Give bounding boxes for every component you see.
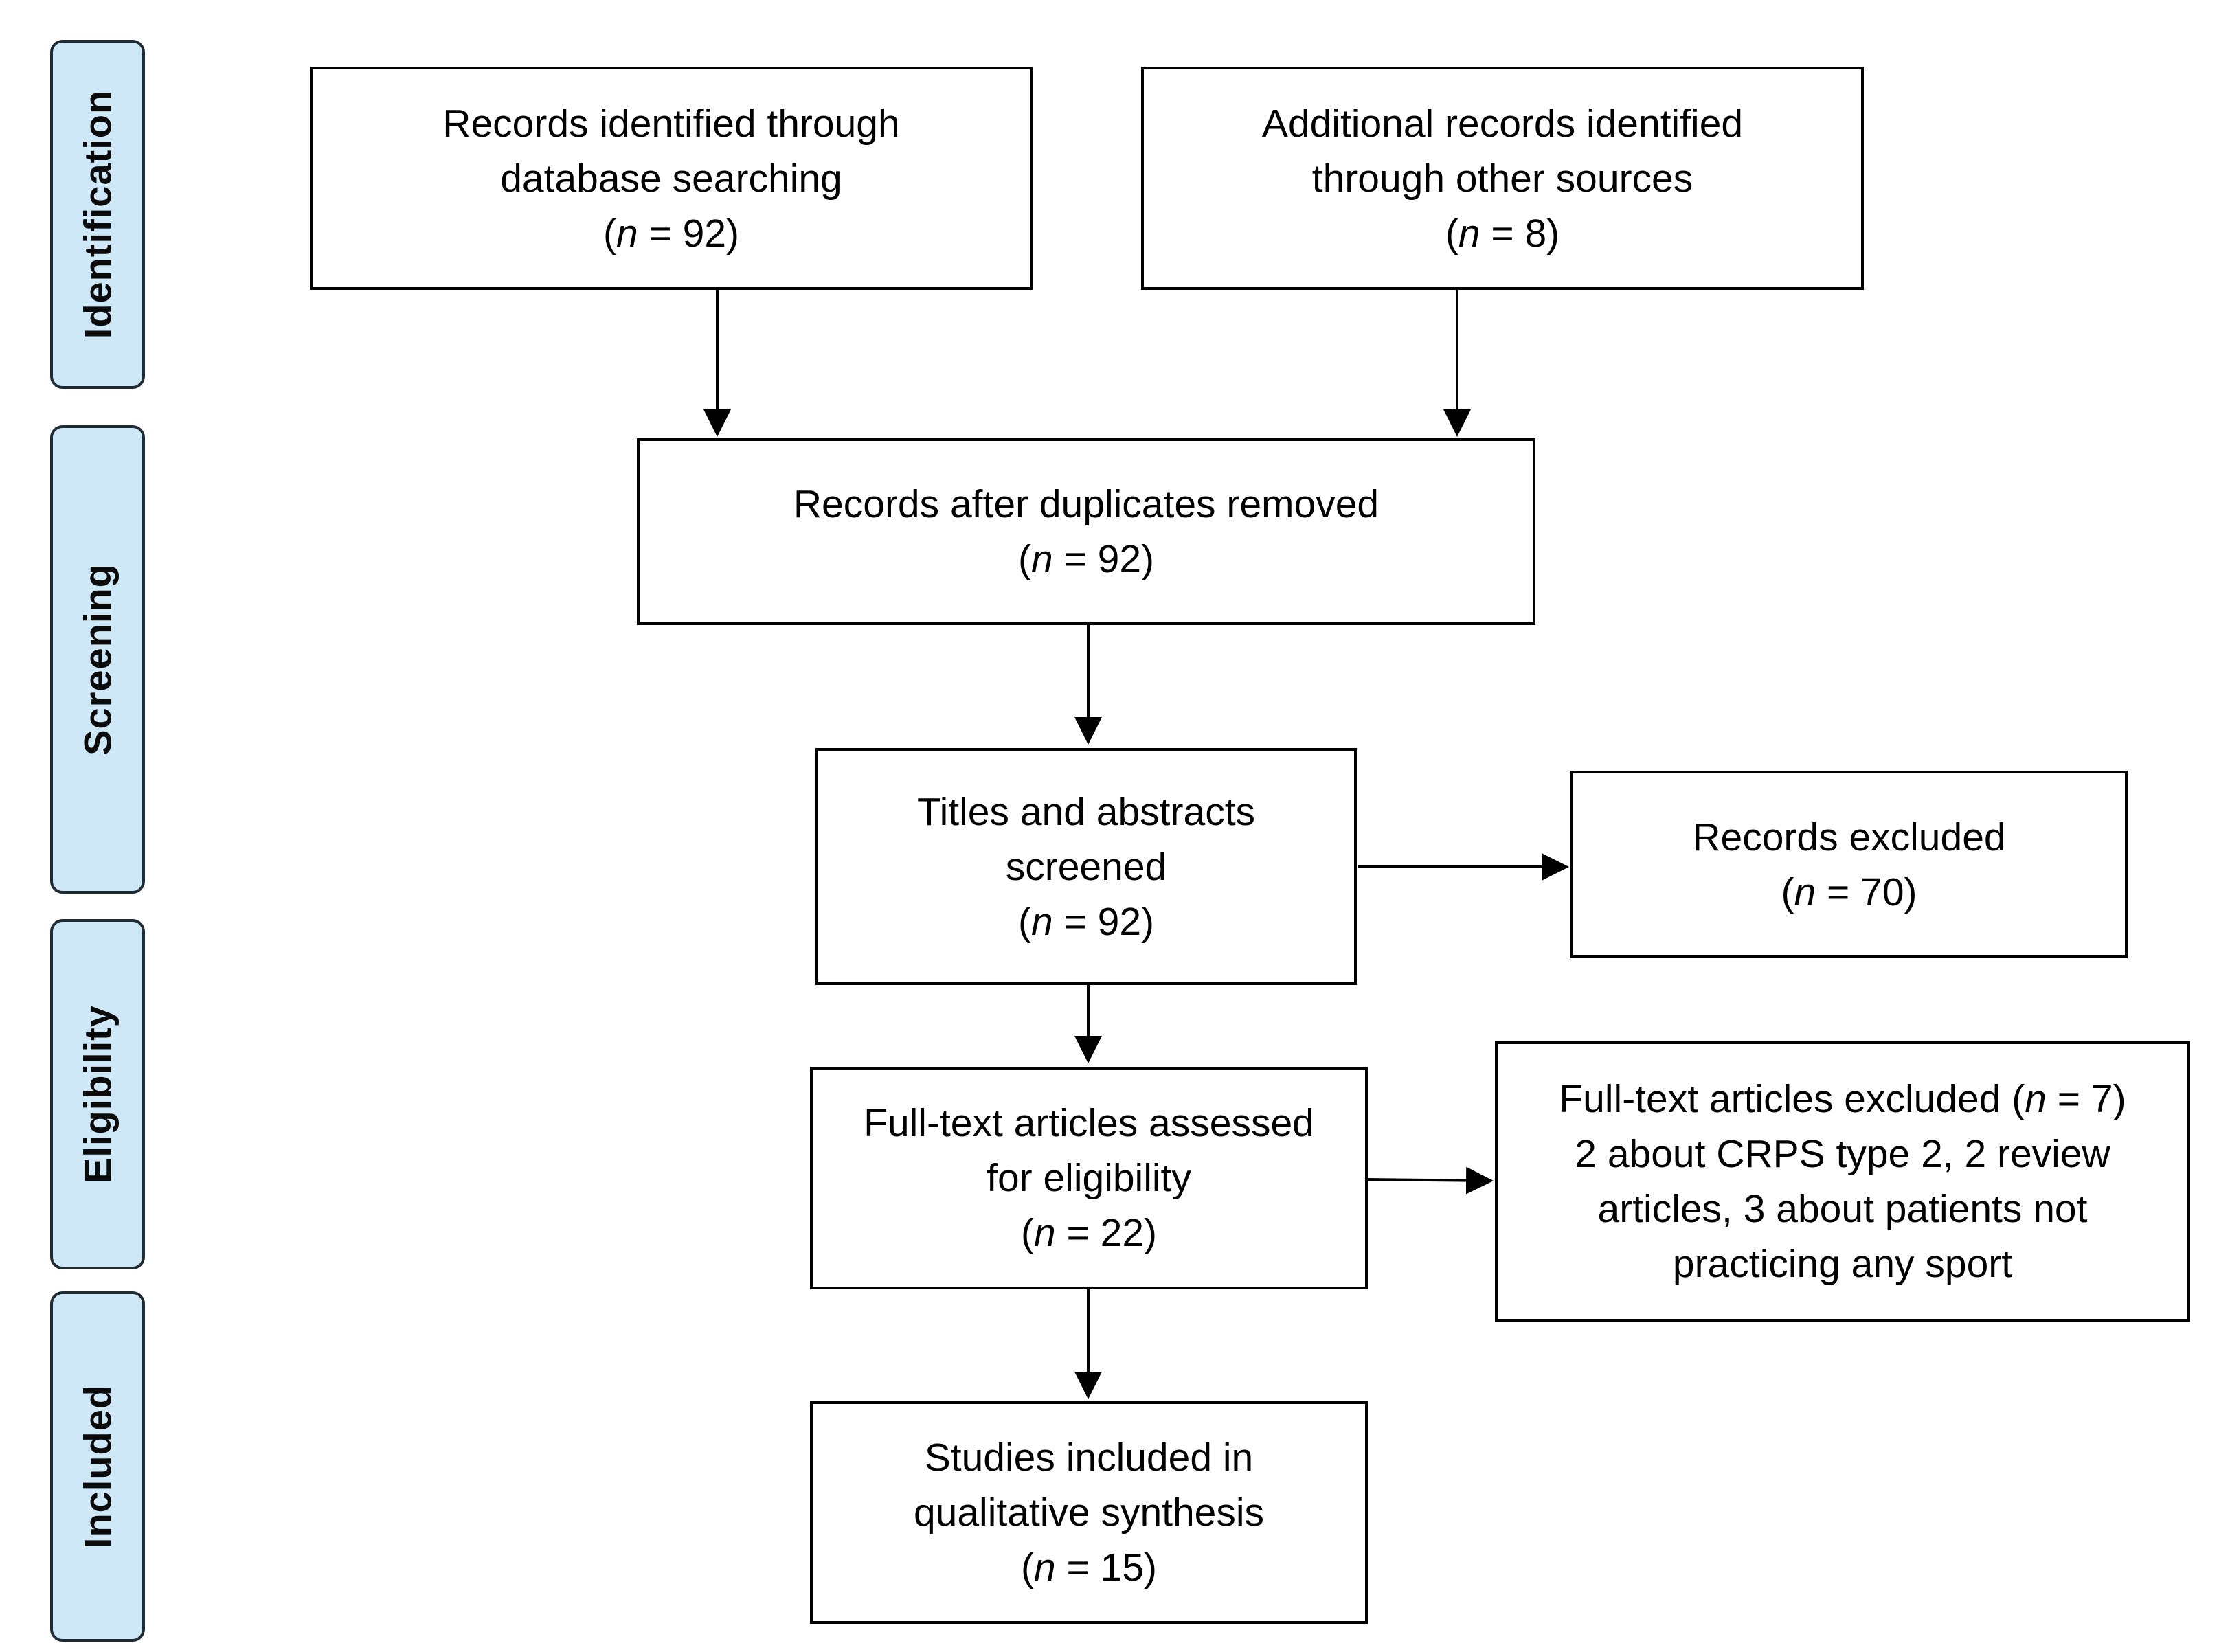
box-text: practicing any sport: [1672, 1242, 2013, 1286]
box-text: screened: [1005, 844, 1167, 889]
box-text: for eligibility: [987, 1156, 1191, 1200]
box-count: (n = 92): [1017, 537, 1155, 581]
box-text: Additional records identified: [1261, 101, 1744, 146]
box-count: (n = 15): [1020, 1546, 1158, 1589]
box-fulltext-assessed: Full-text articles assessed for eligibil…: [810, 1067, 1368, 1289]
phase-identification: Identification: [50, 40, 145, 389]
arrow-fulltext-to-fulltext-excluded: [1366, 1166, 1494, 1195]
box-duplicates-removed: Records after duplicates removed (n = 92…: [637, 438, 1535, 625]
box-text: 2 about CRPS type 2, 2 review: [1575, 1132, 2110, 1176]
box-fulltext-excluded: Full-text articles excluded (n = 7) 2 ab…: [1495, 1041, 2190, 1322]
phase-screening: Screening: [50, 425, 145, 894]
box-text: through other sources: [1311, 156, 1693, 201]
box-text: Titles and abstracts: [916, 789, 1256, 834]
box-text: Full-text articles assessed: [864, 1101, 1314, 1145]
box-records-excluded: Records excluded (n = 70): [1570, 771, 2128, 958]
box-text: Full-text articles excluded (n = 7): [1559, 1077, 2126, 1121]
box-text: Records excluded: [1692, 815, 2006, 859]
box-text: Records after duplicates removed: [793, 482, 1379, 526]
box-screened: Titles and abstracts screened (n = 92): [815, 748, 1357, 985]
phase-eligibility: Eligibility: [50, 919, 145, 1269]
box-database-records: Records identified through database sear…: [310, 67, 1033, 290]
box-count: (n = 92): [1017, 899, 1155, 944]
box-text: Studies included in: [924, 1436, 1254, 1480]
box-count: (n = 22): [1020, 1211, 1158, 1255]
box-count: (n = 70): [1781, 870, 1917, 914]
box-text: Records identified through: [442, 101, 900, 146]
box-other-records: Additional records identified through ot…: [1141, 67, 1864, 290]
box-count: (n = 92): [602, 211, 740, 256]
box-text: database searching: [500, 156, 842, 201]
box-text: qualitative synthesis: [913, 1491, 1265, 1535]
phase-included: Included: [50, 1291, 145, 1642]
box-count: (n = 8): [1445, 211, 1560, 256]
box-studies-included: Studies included in qualitative synthesi…: [810, 1401, 1368, 1624]
box-text: articles, 3 about patients not: [1597, 1187, 2088, 1231]
